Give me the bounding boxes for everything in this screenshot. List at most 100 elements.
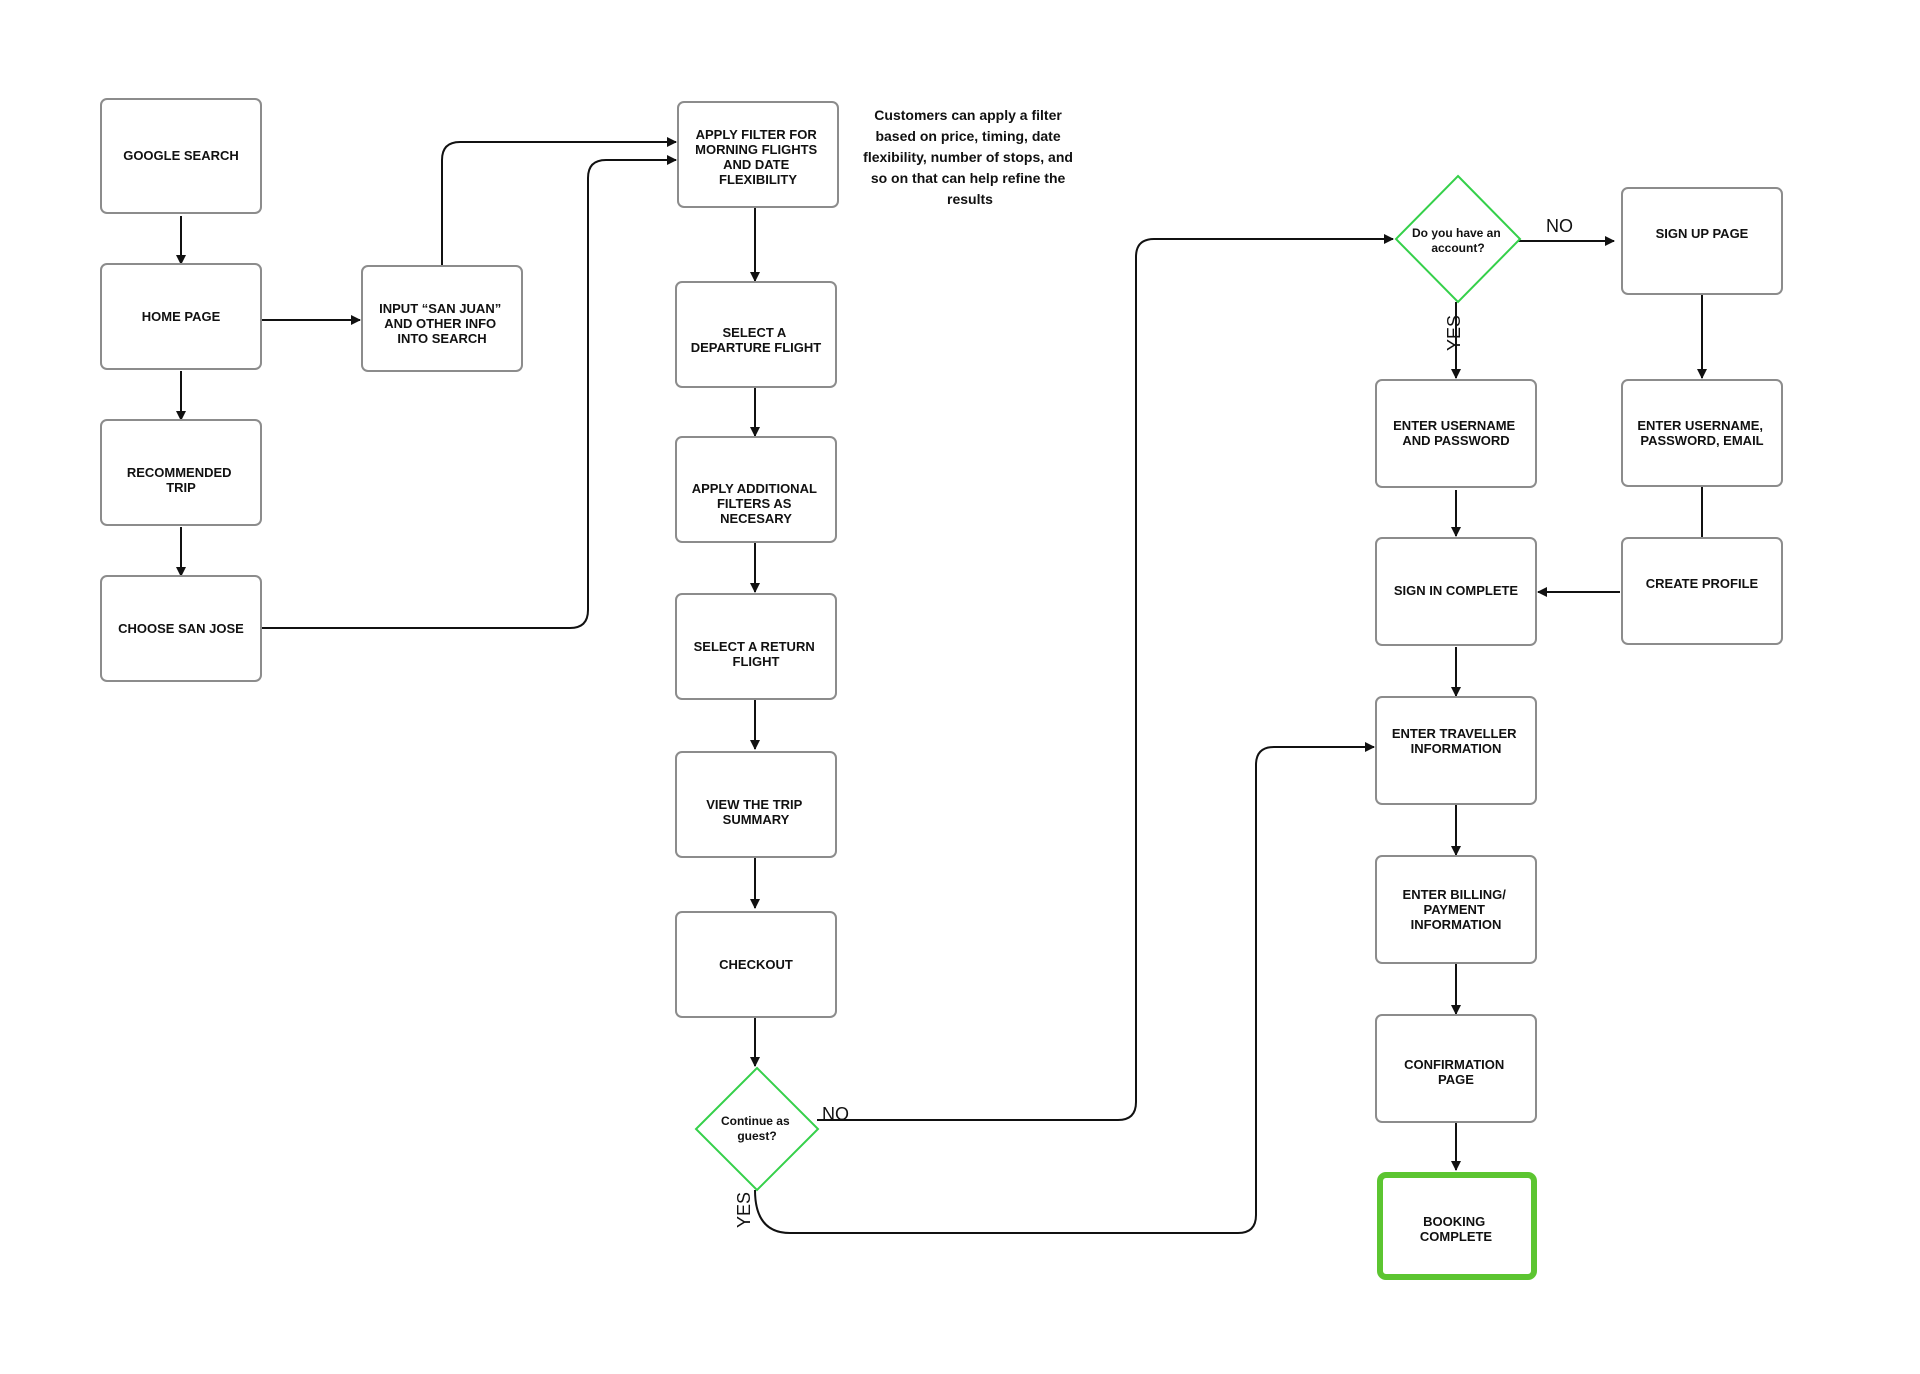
decision-account-line1: Do you have an [1412, 226, 1501, 240]
node-recommended-trip-line2: TRIP [166, 480, 196, 495]
svg-text:Continue as guest?: Continue as guest? [721, 1114, 793, 1143]
svg-text:BOOKING COMPLETE: BOOKING COMPLETE [1420, 1214, 1493, 1244]
svg-text:RECOMMENDED TRIP: RECOMMENDED TRIP [127, 465, 235, 495]
account-no-label: NO [1546, 216, 1573, 236]
decision-guest-line1: Continue as [721, 1114, 790, 1128]
svg-text:APPLY ADDITIONAL FILTERS: APPLY ADDITIONAL FILTERS AS NECESARY [692, 481, 821, 526]
node-booking-complete-line1: BOOKING [1423, 1214, 1485, 1229]
svg-text:ENTER USERNAME, PASSWORD: ENTER USERNAME, PASSWORD, EMAIL [1637, 418, 1766, 448]
svg-text:Do you have an account?: Do you have an account? [1412, 226, 1504, 255]
node-view-summary: VIEW THE TRIP SUMMARY [675, 751, 837, 858]
node-apply-additional: APPLY ADDITIONAL FILTERS AS NECESARY [675, 436, 837, 543]
svg-text:SIGN IN COMPLETE: SIGN IN COMPLETE [1394, 583, 1519, 598]
svg-text:ENTER BILLING/ PAYMENT: ENTER BILLING/ PAYMENT INFORMATION [1403, 887, 1510, 932]
node-select-departure-line2: DEPARTURE FLIGHT [691, 340, 822, 355]
node-enter-traveller-info: ENTER TRAVELLER INFORMATION [1375, 696, 1537, 805]
node-sign-up-page-label: SIGN UP PAGE [1656, 226, 1749, 241]
node-recommended-trip-line1: RECOMMENDED [127, 465, 232, 480]
svg-text:APPLY FILTER FOR MORNING: APPLY FILTER FOR MORNING FLIGHTS AND DAT… [695, 127, 821, 187]
svg-text:HOME PAGE: HOME PAGE [142, 309, 221, 324]
guest-yes-label: YES [734, 1192, 754, 1228]
node-apply-filter-line4: FLEXIBILITY [719, 172, 797, 187]
node-enter-username-password: ENTER USERNAME AND PASSWORD [1375, 379, 1537, 488]
node-enter-billing: ENTER BILLING/ PAYMENT INFORMATION [1375, 855, 1537, 964]
node-sign-up-page: SIGN UP PAGE [1621, 187, 1783, 295]
decision-continue-as-guest: Continue as guest? [694, 1066, 820, 1192]
svg-text:ENTER TRAVELLER INFORMAT: ENTER TRAVELLER INFORMATION [1392, 726, 1520, 756]
edge-input-to-filter [441, 137, 677, 266]
edges [176, 137, 1707, 1234]
node-enter-username-line1: ENTER USERNAME [1393, 418, 1515, 433]
node-home-page: HOME PAGE [100, 263, 262, 370]
node-google-search: GOOGLE SEARCH [100, 98, 262, 214]
node-select-return-line1: SELECT A RETURN [694, 639, 815, 654]
node-checkout-label: CHECKOUT [719, 957, 793, 972]
note-line4: so on that can help refine the [871, 170, 1066, 186]
svg-text:Customers can apply a filter: Customers can apply a filter based on pr… [863, 107, 1077, 207]
node-apply-additional-line2: FILTERS AS [717, 496, 792, 511]
svg-text:SELECT A RETURN FLIGHT: SELECT A RETURN FLIGHT [694, 639, 819, 669]
edge-guest-no-to-account [817, 234, 1394, 1121]
node-google-search-label: GOOGLE SEARCH [123, 148, 239, 163]
svg-text:CREATE PROFILE: CREATE PROFILE [1646, 576, 1759, 591]
node-view-summary-line2: SUMMARY [723, 812, 790, 827]
node-billing-line3: INFORMATION [1411, 917, 1502, 932]
svg-text:GOOGLE SEARCH: GOOGLE SEARCH [123, 148, 239, 163]
account-yes-label: YES [1444, 315, 1464, 351]
node-confirmation-page: CONFIRMATION PAGE [1375, 1014, 1537, 1123]
node-booking-complete: BOOKING COMPLETE [1377, 1172, 1537, 1280]
node-confirmation-line2: PAGE [1438, 1072, 1474, 1087]
node-choose-san-jose-label: CHOOSE SAN JOSE [118, 621, 244, 636]
node-enter-username-line2: AND PASSWORD [1402, 433, 1509, 448]
decision-guest-line2: guest? [737, 1129, 776, 1143]
node-enter-username-password-email: ENTER USERNAME, PASSWORD, EMAIL [1621, 379, 1783, 487]
node-select-return: SELECT A RETURN FLIGHT [675, 593, 837, 700]
node-apply-filter-line3: AND DATE [723, 157, 790, 172]
node-apply-filter-morning: APPLY FILTER FOR MORNING FLIGHTS AND DAT… [677, 101, 839, 208]
svg-text:CONFIRMATION PAGE: CONFIRMATION PAGE [1404, 1057, 1508, 1087]
node-input-san-juan: INPUT “SAN JUAN” AND OTHER INFO INTO SEA… [361, 265, 523, 372]
node-apply-additional-line1: APPLY ADDITIONAL [692, 481, 817, 496]
node-input-san-juan-line2: AND OTHER INFO [384, 316, 496, 331]
edge-guest-yes-to-traveller [754, 742, 1375, 1234]
node-sign-in-complete: SIGN IN COMPLETE [1375, 537, 1537, 646]
node-billing-line2: PAYMENT [1423, 902, 1484, 917]
note-line1: Customers can apply a filter [874, 107, 1062, 123]
note-line3: flexibility, number of stops, and [863, 149, 1073, 165]
svg-text:CHECKOUT: CHECKOUT [719, 957, 793, 972]
node-input-san-juan-line1: INPUT “SAN JUAN” [379, 301, 501, 316]
node-recommended-trip: RECOMMENDED TRIP [100, 419, 262, 526]
node-apply-additional-line3: NECESARY [720, 511, 792, 526]
svg-text:SELECT A DEPARTURE FLIGH: SELECT A DEPARTURE FLIGHT [691, 325, 822, 355]
svg-text:CHOOSE SAN JOSE: CHOOSE SAN JOSE [118, 621, 244, 636]
node-traveller-line1: ENTER TRAVELLER [1392, 726, 1517, 741]
node-select-return-line2: FLIGHT [733, 654, 780, 669]
svg-text:VIEW THE TRIP SUMMARY: VIEW THE TRIP SUMMARY [706, 797, 805, 827]
node-select-departure: SELECT A DEPARTURE FLIGHT [675, 281, 837, 388]
node-apply-filter-line2: MORNING FLIGHTS [695, 142, 817, 157]
node-home-page-label: HOME PAGE [142, 309, 221, 324]
annotation-note: Customers can apply a filter based on pr… [863, 107, 1077, 207]
node-create-profile-label: CREATE PROFILE [1646, 576, 1759, 591]
node-sign-in-complete-label: SIGN IN COMPLETE [1394, 583, 1519, 598]
node-billing-line1: ENTER BILLING/ [1403, 887, 1507, 902]
node-checkout: CHECKOUT [675, 911, 837, 1018]
node-create-profile: CREATE PROFILE [1621, 537, 1783, 645]
svg-text:INPUT “SAN JUAN” AND OTH: INPUT “SAN JUAN” AND OTHER INFO INTO SEA… [379, 301, 505, 346]
decision-account-line2: account? [1431, 241, 1484, 255]
node-apply-filter-line1: APPLY FILTER FOR [696, 127, 818, 142]
node-choose-san-jose: CHOOSE SAN JOSE [100, 575, 262, 682]
guest-no-label: NO [822, 1104, 849, 1124]
node-enter-email-line2: PASSWORD, EMAIL [1640, 433, 1763, 448]
node-booking-complete-line2: COMPLETE [1420, 1229, 1493, 1244]
node-enter-email-line1: ENTER USERNAME, [1637, 418, 1763, 433]
node-select-departure-line1: SELECT A [723, 325, 787, 340]
note-line5: results [947, 191, 993, 207]
node-traveller-line2: INFORMATION [1411, 741, 1502, 756]
note-line2: based on price, timing, date [875, 128, 1060, 144]
node-input-san-juan-line3: INTO SEARCH [397, 331, 486, 346]
edge-choose-to-filter [261, 155, 677, 629]
svg-text:SIGN UP PAGE: SIGN UP PAGE [1656, 226, 1749, 241]
svg-text:ENTER USERNAME AND PASSW: ENTER USERNAME AND PASSWORD [1393, 418, 1519, 448]
